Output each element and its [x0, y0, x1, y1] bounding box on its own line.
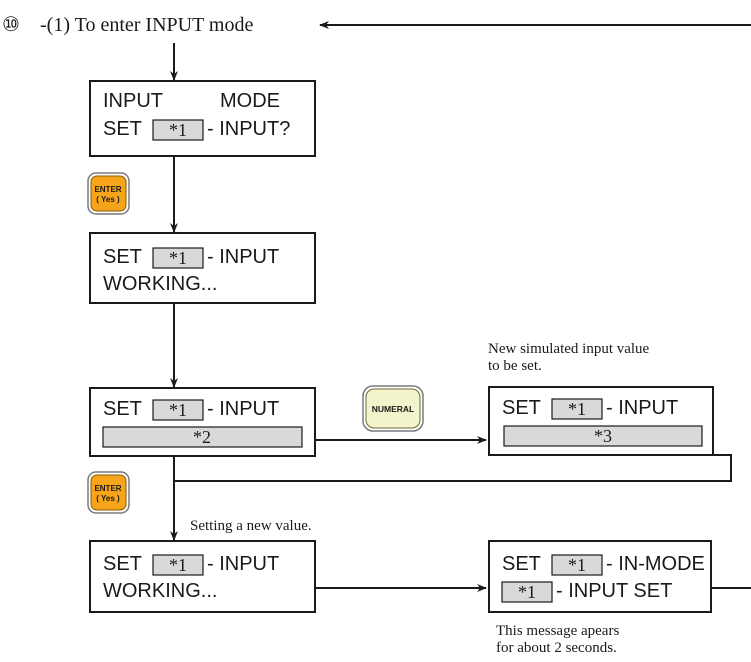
box3-set-label: SET: [103, 398, 142, 420]
box1-line1-right: MODE: [220, 90, 280, 112]
note-setting: Setting a new value.: [190, 518, 312, 534]
title-marker: ⑩: [2, 14, 20, 36]
box2-set-label: SET: [103, 246, 142, 268]
numeral-key-label: NUMERAL: [372, 404, 415, 414]
box2-cell: *1: [169, 248, 187, 268]
display-box-working-1: SET *1 - INPUT WORKING...: [89, 232, 316, 304]
box2-line2: WORKING...: [103, 273, 217, 295]
loop-line-box4: [174, 454, 732, 482]
enter-key-button[interactable]: ENTER ( Yes ): [87, 471, 130, 514]
display-box-new-value: SET *1 - INPUT *3: [488, 386, 714, 456]
box3-line1-suffix: - INPUT: [207, 398, 279, 420]
diagram-title: -(1) To enter INPUT mode: [40, 14, 253, 36]
enter-key-label: ENTER: [94, 185, 121, 194]
note-message-line1: This message apears: [496, 623, 619, 639]
enter-key-label: ENTER: [94, 484, 121, 493]
box1-line2-suffix: - INPUT?: [207, 118, 290, 140]
box1-line1-left: INPUT: [103, 90, 163, 112]
box5-line1-suffix: - INPUT: [207, 553, 279, 575]
box6-set-label: SET: [502, 553, 541, 575]
box6-cell: *1: [568, 555, 586, 575]
box3-value-cell: *2: [193, 427, 211, 447]
enter-key-button[interactable]: ENTER ( Yes ): [87, 172, 130, 215]
box1-cell: *1: [169, 120, 187, 140]
box2-line1-suffix: - INPUT: [207, 246, 279, 268]
box5-line2: WORKING...: [103, 580, 217, 602]
box4-line1-suffix: - INPUT: [606, 397, 678, 419]
note-new-value-line2: to be set.: [488, 358, 542, 374]
note-message-line2: for about 2 seconds.: [496, 640, 617, 656]
display-box-input-mode: INPUT MODE SET *1 - INPUT?: [89, 80, 316, 157]
box3-cell: *1: [169, 400, 187, 420]
enter-key-sublabel: ( Yes ): [96, 494, 120, 503]
box1-set-label: SET: [103, 118, 142, 140]
box4-value-cell: *3: [594, 426, 612, 446]
box4-set-label: SET: [502, 397, 541, 419]
enter-key-sublabel: ( Yes ): [96, 195, 120, 204]
box5-cell: *1: [169, 555, 187, 575]
numeral-key-button[interactable]: NUMERAL: [362, 385, 424, 432]
box6-line2-suffix: - INPUT SET: [556, 580, 672, 602]
box5-set-label: SET: [103, 553, 142, 575]
display-box-input-value: SET *1 - INPUT *2: [89, 387, 316, 457]
display-box-input-set: SET *1 - IN-MODE *1 - INPUT SET: [488, 540, 712, 613]
box4-cell: *1: [568, 399, 586, 419]
note-new-value-line1: New simulated input value: [488, 341, 650, 357]
box6-line1-suffix: - IN-MODE: [606, 553, 705, 575]
display-box-working-2: SET *1 - INPUT WORKING...: [89, 540, 316, 613]
box6-cell2: *1: [518, 582, 536, 602]
